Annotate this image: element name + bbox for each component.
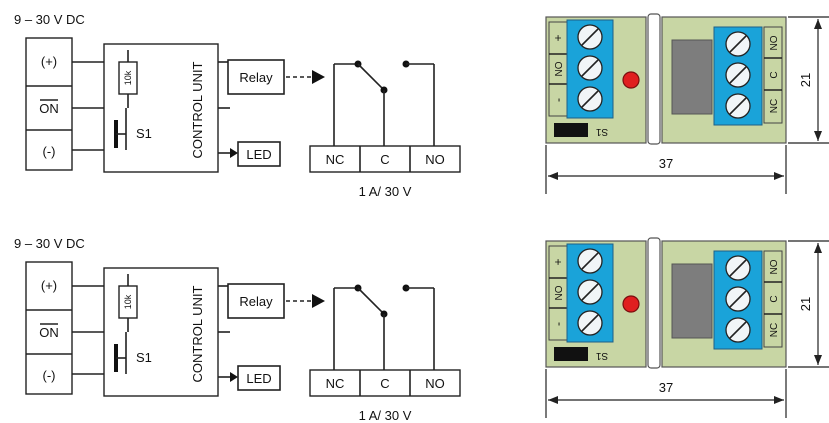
mounting-slot bbox=[647, 237, 661, 369]
height-label: 21 bbox=[798, 73, 813, 87]
board-terminal-c: C bbox=[769, 71, 780, 78]
board-terminal-no: NO bbox=[769, 35, 780, 50]
switch-label: S1 bbox=[136, 350, 152, 365]
control-unit-label: CONTROL UNIT bbox=[190, 61, 205, 158]
rating-label: 1 A/ 30 V bbox=[359, 184, 412, 199]
screw-slot bbox=[581, 252, 599, 270]
arrowhead bbox=[814, 19, 822, 29]
contact-terminal-block bbox=[309, 369, 461, 397]
contact-nc-label: NC bbox=[326, 152, 345, 167]
relay-board-drawing: + NO - S1 NO C NC bbox=[545, 237, 787, 369]
relay-label: Relay bbox=[239, 294, 273, 309]
arrowhead bbox=[774, 396, 784, 404]
led-icon bbox=[622, 295, 640, 313]
input-terminal-block bbox=[25, 261, 73, 395]
height-label: 21 bbox=[798, 297, 813, 311]
arrowhead bbox=[814, 355, 822, 365]
board-terminal-nc: NC bbox=[769, 99, 780, 113]
led-box bbox=[237, 365, 281, 391]
board-terminal-plus: + bbox=[551, 34, 565, 41]
dimension-lines: 37 21 bbox=[545, 240, 829, 418]
dip-switch bbox=[554, 123, 588, 137]
rating-label: 1 A/ 30 V bbox=[359, 408, 412, 423]
board-terminal-nc: NC bbox=[769, 323, 780, 337]
screw-slot bbox=[581, 90, 599, 108]
led-box bbox=[237, 141, 281, 167]
board-switch-label: S1 bbox=[595, 350, 608, 361]
input-on-label: ON bbox=[39, 101, 59, 116]
board-switch-label: S1 bbox=[595, 126, 608, 137]
width-label: 37 bbox=[659, 156, 673, 171]
supply-label: 9 – 30 V DC bbox=[14, 236, 85, 251]
screw-slot bbox=[581, 59, 599, 77]
arrowhead bbox=[548, 396, 558, 404]
contact-no-label: NO bbox=[425, 152, 445, 167]
actuation-arrow bbox=[312, 294, 325, 308]
relay-box bbox=[227, 59, 285, 95]
arrowhead bbox=[548, 172, 558, 180]
screw-slot bbox=[581, 283, 599, 301]
dimension-lines: 37 21 bbox=[545, 16, 829, 194]
right-label-strip bbox=[763, 250, 783, 348]
mounting-slot bbox=[647, 13, 661, 145]
resistor-label: 10k bbox=[123, 294, 133, 309]
board-terminal-on: NO bbox=[554, 61, 565, 76]
relay-box bbox=[227, 283, 285, 319]
relay-component bbox=[671, 263, 713, 339]
led-arrow bbox=[230, 148, 238, 158]
switch-blade bbox=[357, 287, 385, 315]
arrowhead bbox=[814, 243, 822, 253]
actuation-arrow bbox=[312, 70, 325, 84]
screw-slot bbox=[729, 97, 747, 115]
dip-switch bbox=[554, 347, 588, 361]
board-terminal-plus: + bbox=[551, 258, 565, 265]
led-label: LED bbox=[246, 147, 271, 162]
screw-slot bbox=[729, 259, 747, 277]
screw-slot bbox=[581, 28, 599, 46]
supply-label: 9 – 30 V DC bbox=[14, 12, 85, 27]
screw-slot bbox=[729, 290, 747, 308]
screw-slot bbox=[729, 35, 747, 53]
switch-blade bbox=[357, 63, 385, 91]
led-arrow bbox=[230, 372, 238, 382]
board-terminal-no: NO bbox=[769, 259, 780, 274]
input-plus-label: (+) bbox=[41, 54, 57, 69]
board-terminal-on: NO bbox=[554, 285, 565, 300]
screw-slot bbox=[729, 66, 747, 84]
control-unit-label: CONTROL UNIT bbox=[190, 285, 205, 382]
arrowhead bbox=[814, 131, 822, 141]
contact-terminal-block bbox=[309, 145, 461, 173]
input-minus-label: (-) bbox=[43, 368, 56, 383]
width-label: 37 bbox=[659, 380, 673, 395]
input-on-label: ON bbox=[39, 325, 59, 340]
led-icon bbox=[622, 71, 640, 89]
contact-c-label: C bbox=[380, 376, 389, 391]
board-terminal-minus: - bbox=[551, 98, 565, 102]
wiring-diagram-top: 9 – 30 V DC (+) ON (-) CONTROL UNIT 10k … bbox=[14, 12, 829, 199]
contact-c-label: C bbox=[380, 152, 389, 167]
input-plus-label: (+) bbox=[41, 278, 57, 293]
board-terminal-c: C bbox=[769, 295, 780, 302]
wiring-diagram-bottom: 9 – 30 V DC (+) ON (-) CONTROL UNIT 10k … bbox=[14, 236, 829, 423]
board-terminal-minus: - bbox=[551, 322, 565, 326]
relay-component bbox=[671, 39, 713, 115]
screw-slot bbox=[729, 321, 747, 339]
led-label: LED bbox=[246, 371, 271, 386]
contact-no-label: NO bbox=[425, 376, 445, 391]
switch-label: S1 bbox=[136, 126, 152, 141]
right-label-strip bbox=[763, 26, 783, 124]
resistor-label: 10k bbox=[123, 70, 133, 85]
relay-label: Relay bbox=[239, 70, 273, 85]
relay-board-drawing: + NO - S1 bbox=[545, 13, 787, 145]
input-minus-label: (-) bbox=[43, 144, 56, 159]
contact-nc-label: NC bbox=[326, 376, 345, 391]
arrowhead bbox=[774, 172, 784, 180]
screw-slot bbox=[581, 314, 599, 332]
input-terminal-block bbox=[25, 37, 73, 171]
